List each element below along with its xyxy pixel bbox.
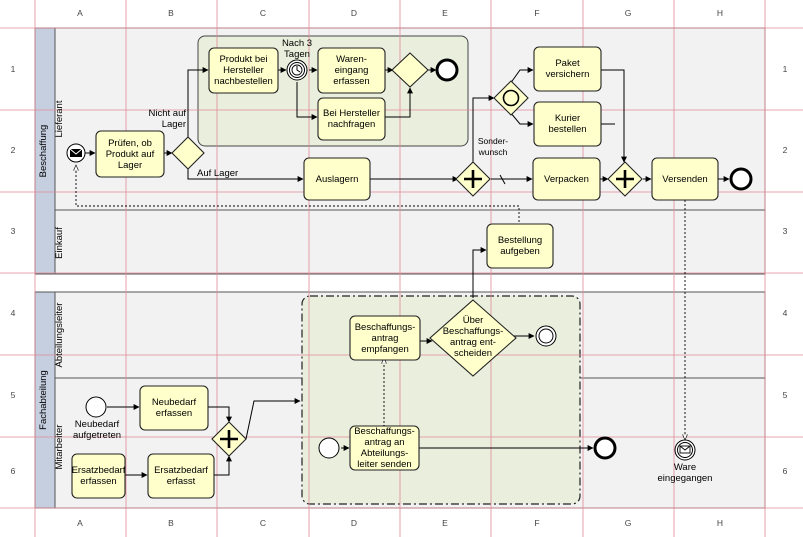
task-bestellung-aufgeben[interactable]: Bestellung aufgeben <box>497 235 543 257</box>
start-event-neubedarf <box>85 396 107 418</box>
grid-col-b-bottom: B <box>168 518 174 528</box>
start-event-gruppe <box>318 437 340 459</box>
task-neubedarf-erfassen[interactable]: Neubedarf erfassen <box>151 397 197 419</box>
gateway-entscheiden <box>429 299 517 377</box>
grid-col-e-bottom: E <box>442 518 448 528</box>
lane-label-abteilungsleiter: Abteilungsleiter <box>54 302 65 368</box>
task-kurier-bestellen[interactable]: Kurier bestellen <box>548 113 587 135</box>
grid-col-g-bottom: G <box>624 518 632 528</box>
end-event-subprocess <box>435 58 459 82</box>
pool-label-beschaffung: Beschaffung <box>38 124 49 178</box>
grid-row-6-right: 6 <box>782 466 788 476</box>
sequence-flows <box>83 67 730 478</box>
lane-label-einkauf: Einkauf <box>54 227 65 259</box>
grid-col-f-top: F <box>534 8 540 18</box>
grid-col-d-bottom: D <box>350 518 358 528</box>
task-ersatzbedarf-erfasst-box <box>147 453 215 499</box>
task-paket-versichern[interactable]: Paket versichern <box>545 58 590 80</box>
task-auslagern-box <box>303 157 371 201</box>
task-antrag-empfangen[interactable]: Beschaffungs- antrag empfangen <box>354 321 416 355</box>
label-neubedarf-aufgetreten: Neubedarf aufgetreten <box>72 419 122 441</box>
grid-col-f-bottom: F <box>534 518 540 528</box>
label-nicht-auf-lager: Nicht auf Lager <box>148 108 187 130</box>
task-versenden[interactable]: Versenden <box>662 173 708 185</box>
grid-col-h-bottom: H <box>716 518 724 528</box>
grid-row-1-right: 1 <box>782 64 788 74</box>
events <box>66 58 753 461</box>
gateway-entscheiden-label: Über Beschaffungs- antrag ent- scheiden <box>442 315 504 359</box>
grid-row-5-left: 5 <box>10 390 16 400</box>
pool-label-fachabteilung: Fachabteilung <box>38 370 49 430</box>
grid-row-3-right: 3 <box>782 226 788 236</box>
task-auslagern[interactable]: Auslagern <box>315 173 359 185</box>
gateway-markers <box>220 89 634 448</box>
task-ersatzbedarf-erfassen[interactable]: Ersatzbedarf erfassen <box>71 465 126 487</box>
task-versenden-box <box>651 157 719 201</box>
task-verpacken-box <box>532 157 601 201</box>
task-ersatzbedarf-erfasst[interactable]: Ersatzbedarf erfasst <box>154 465 208 487</box>
task-verpacken[interactable]: Verpacken <box>544 173 589 185</box>
task-ersatzbedarf-erfassen-box <box>71 453 126 499</box>
gateway-inclusive <box>493 80 529 116</box>
grid-col-a-top: A <box>77 8 83 18</box>
grid-row-1-left: 1 <box>10 64 16 74</box>
grid-col-b-top: B <box>168 8 174 18</box>
task-shapes <box>71 46 719 499</box>
lane-label-lieferant: Lieferant <box>54 100 65 138</box>
grid-row-2-left: 2 <box>10 145 16 155</box>
task-nachfragen[interactable]: Bei Hersteller nachfragen <box>322 108 381 130</box>
grid-col-h-top: H <box>716 8 724 18</box>
label-ware-eingegangen: Ware eingegangen <box>657 462 713 484</box>
gateway-lager-xor <box>171 136 205 170</box>
end-event-mitarbeiter <box>593 436 617 460</box>
grid-col-d-top: D <box>350 8 358 18</box>
task-wareneingang-box <box>317 47 386 94</box>
task-nachfragen-box <box>317 97 386 141</box>
grid-row-3-left: 3 <box>10 226 16 236</box>
grid-col-a-bottom: A <box>77 518 83 528</box>
message-flows <box>76 165 685 440</box>
grid-row-4-left: 4 <box>10 308 16 318</box>
envelope-icon <box>70 149 82 157</box>
task-bestellung-aufgeben-box <box>486 223 554 269</box>
task-produkt-nachbestellen-box <box>208 47 279 94</box>
grid-row-5-right: 5 <box>782 390 788 400</box>
grid-row-6-left: 6 <box>10 466 16 476</box>
end-event-versenden <box>729 167 753 191</box>
task-antrag-senden[interactable]: Beschaffungs- antrag an Abteilungs- leit… <box>354 426 415 470</box>
task-pruefen-box <box>95 130 165 178</box>
gateway-merge-xor <box>391 52 429 88</box>
grid-col-c-bottom: C <box>259 518 267 528</box>
task-neubedarf-erfassen-box <box>139 385 209 431</box>
grid-row-2-right: 2 <box>782 145 788 155</box>
lane-label-mitarbeiter: Mitarbeiter <box>54 424 65 470</box>
task-pruefen[interactable]: Prüfen, ob Produkt auf Lager <box>105 137 155 171</box>
task-antrag-empfangen-box <box>349 315 421 361</box>
lane-einkauf <box>54 209 766 275</box>
label-auf-lager: Auf Lager <box>197 167 239 179</box>
label-nach-3-tagen: Nach 3 Tagen <box>281 38 313 60</box>
task-paket-versichern-box <box>533 46 602 92</box>
task-wareneingang[interactable]: Waren- eingang erfassen <box>333 54 370 87</box>
grid-col-c-top: C <box>259 8 267 18</box>
task-antrag-senden-box <box>349 425 420 471</box>
task-kurier-bestellen-box <box>533 101 602 147</box>
grid-col-g-top: G <box>624 8 632 18</box>
label-sonderwunsch: Sonder- wunsch <box>477 136 509 157</box>
grid-row-4-right: 4 <box>782 308 788 318</box>
grid-col-e-top: E <box>442 8 448 18</box>
task-produkt-nachbestellen[interactable]: Produkt bei Hersteller nachbestellen <box>214 54 273 87</box>
